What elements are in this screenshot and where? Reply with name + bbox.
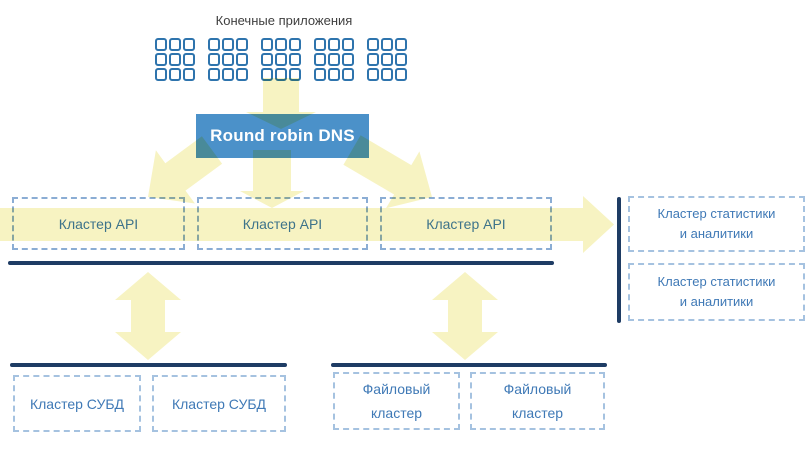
db-cluster-box-1: Кластер СУБД — [13, 375, 141, 432]
app-square-icon — [155, 53, 167, 66]
app-square-icon — [236, 53, 248, 66]
dns-box: Round robin DNS — [196, 114, 369, 158]
app-square-icon — [381, 38, 393, 51]
app-square-icon — [236, 68, 248, 81]
app-square-icon — [275, 68, 287, 81]
app-square-icon — [261, 53, 273, 66]
app-square-icon — [169, 68, 181, 81]
app-square-icon — [328, 53, 340, 66]
app-group — [155, 38, 195, 81]
db-cluster-label: Кластер СУБД — [29, 395, 125, 412]
app-square-icon — [342, 68, 354, 81]
app-square-icon — [314, 68, 326, 81]
file-cluster-box-1: Файловый кластер — [333, 372, 460, 430]
app-square-icon — [208, 68, 220, 81]
stats-cluster-box-1: Кластер статистики и аналитики — [628, 196, 805, 252]
app-square-icon — [261, 38, 273, 51]
app-square-icon — [289, 68, 301, 81]
api-cluster-label: Кластер API — [58, 215, 139, 232]
db-cluster-box-2: Кластер СУБД — [152, 375, 286, 432]
app-group — [261, 38, 301, 81]
app-square-icon — [183, 68, 195, 81]
stats-cluster-label-line2: и аналитики — [679, 294, 754, 309]
app-square-icon — [367, 68, 379, 81]
end-apps-label: Конечные приложения — [215, 13, 353, 28]
app-square-icon — [314, 38, 326, 51]
app-square-icon — [208, 38, 220, 51]
dns-label: Round robin DNS — [210, 126, 355, 145]
file-cluster-box-2: Файловый кластер — [470, 372, 605, 430]
app-square-icon — [261, 68, 273, 81]
app-square-icon — [328, 68, 340, 81]
api-cluster-label: Кластер API — [426, 215, 506, 232]
tier-line-stats-vertical — [617, 197, 621, 323]
app-square-icon — [367, 38, 379, 51]
app-square-icon — [183, 38, 195, 51]
app-square-icon — [381, 53, 393, 66]
app-square-icon — [395, 68, 407, 81]
app-square-icon — [183, 53, 195, 66]
file-cluster-label-line2: кластер — [511, 405, 564, 421]
app-square-icon — [155, 38, 167, 51]
stats-cluster-label-line1: Кластер статистики — [657, 205, 776, 221]
tier-line-api — [8, 261, 554, 265]
db-cluster-label: Кластер СУБД — [171, 395, 267, 412]
app-square-icon — [275, 53, 287, 66]
app-square-icon — [342, 38, 354, 51]
app-group — [314, 38, 354, 81]
file-cluster-label-line2: кластер — [370, 405, 423, 421]
file-cluster-label-line1: Файловый — [503, 380, 572, 397]
tier-line-files — [331, 363, 607, 367]
tier-line-db — [10, 363, 287, 367]
api-cluster-label: Кластер API — [242, 215, 323, 232]
app-square-icon — [208, 53, 220, 66]
api-cluster-box-2: Кластер API — [197, 197, 368, 250]
app-square-icon — [222, 38, 234, 51]
app-square-icon — [169, 53, 181, 66]
app-square-icon — [222, 68, 234, 81]
stats-cluster-label-line2: и аналитики — [679, 226, 754, 241]
arrow-api-files-bidirectional-icon — [432, 272, 498, 360]
app-square-icon — [155, 68, 167, 81]
app-square-icon — [169, 38, 181, 51]
app-square-icon — [222, 53, 234, 66]
arrow-api-db-bidirectional-icon — [115, 272, 181, 360]
app-square-icon — [381, 68, 393, 81]
app-square-icon — [395, 53, 407, 66]
app-square-icon — [342, 53, 354, 66]
app-square-icon — [289, 53, 301, 66]
app-group — [367, 38, 407, 81]
api-cluster-box-3: Кластер API — [380, 197, 552, 250]
app-square-icon — [395, 38, 407, 51]
app-square-icon — [314, 53, 326, 66]
app-square-icon — [328, 38, 340, 51]
file-cluster-label-line1: Файловый — [362, 380, 431, 397]
app-square-icon — [367, 53, 379, 66]
app-square-icon — [289, 38, 301, 51]
end-apps-grids — [155, 38, 407, 81]
app-group — [208, 38, 248, 81]
stats-cluster-box-2: Кластер статистики и аналитики — [628, 263, 805, 321]
stats-cluster-label-line1: Кластер статистики — [657, 273, 776, 289]
app-square-icon — [275, 38, 287, 51]
api-cluster-box-1: Кластер API — [12, 197, 185, 250]
app-square-icon — [236, 38, 248, 51]
